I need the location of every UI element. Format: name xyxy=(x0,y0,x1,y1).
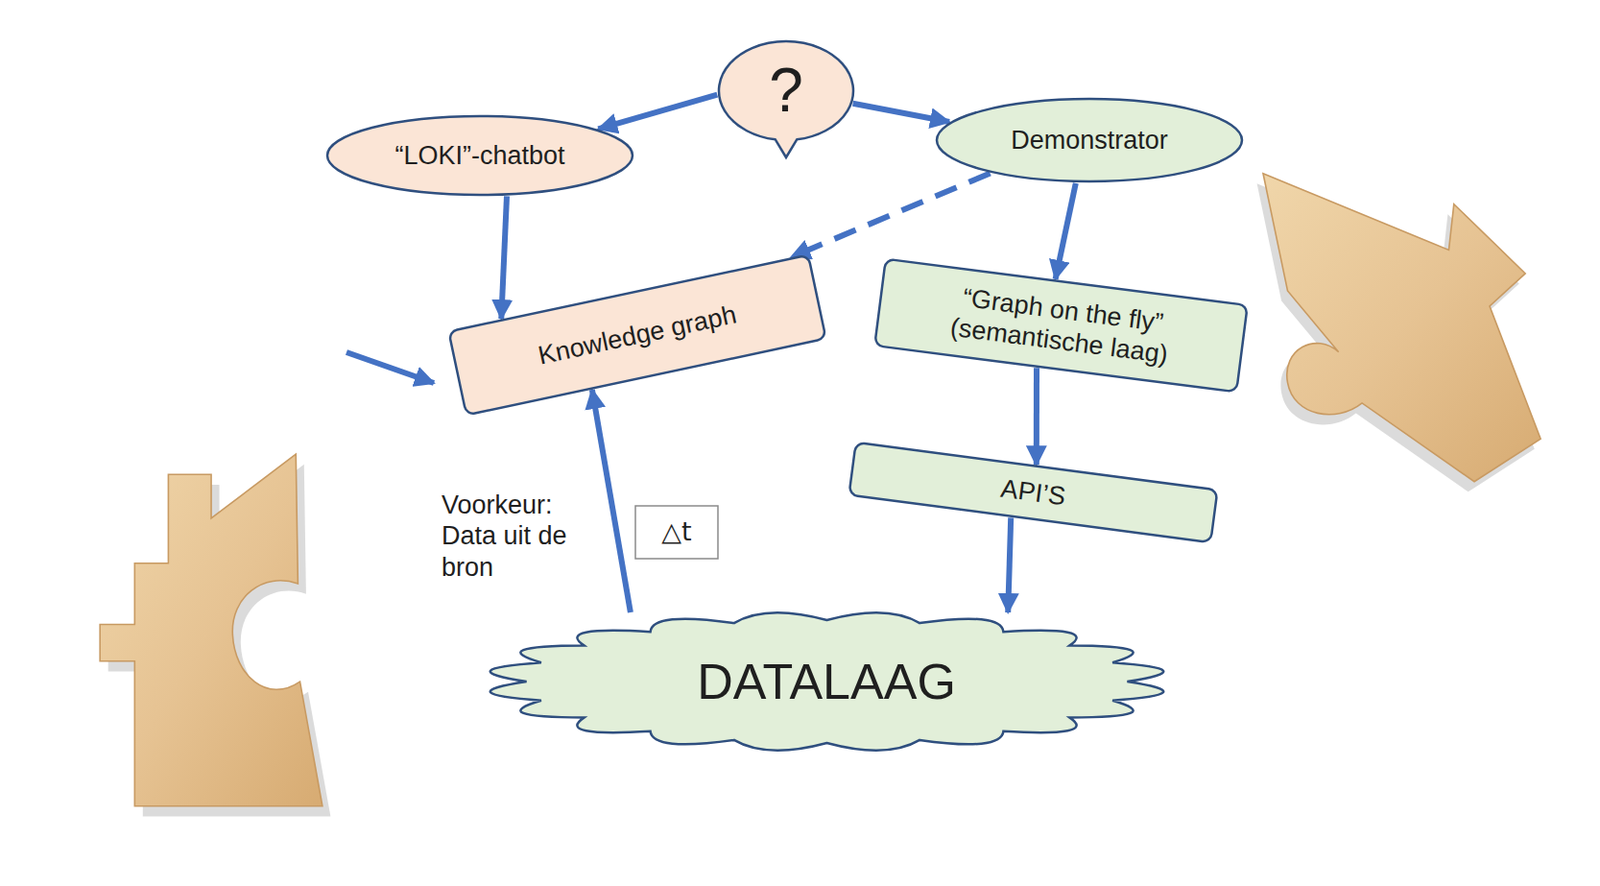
chatbot-ellipse: “LOKI”-chatbot xyxy=(325,114,635,197)
demonstrator-ellipse: Demonstrator xyxy=(934,96,1244,184)
arrow-connector xyxy=(1007,517,1011,613)
data-layer-cloud: DATALAAG xyxy=(469,604,1185,759)
puzzle-pieces xyxy=(99,173,1541,817)
outline-path xyxy=(848,442,1218,543)
input-arrow xyxy=(346,352,434,383)
puzzle-piece-right xyxy=(1263,173,1541,482)
node-text: Demonstrator xyxy=(1010,124,1169,156)
delta-t-box: △t xyxy=(634,504,719,560)
node-text: ? xyxy=(768,59,804,121)
outline-path xyxy=(874,259,1247,393)
outline-path xyxy=(327,116,633,195)
api-box: API’S xyxy=(846,440,1218,544)
dashed-arrow xyxy=(790,173,990,258)
arrow-connector xyxy=(597,95,717,130)
node-text: △t xyxy=(661,516,692,548)
outline-path xyxy=(489,612,1163,750)
outline-path xyxy=(635,505,718,559)
outline-path xyxy=(448,255,826,416)
edge-label: Voorkeur: Data uit de bron xyxy=(441,489,586,583)
arrow-connector xyxy=(853,103,951,122)
node-text: “LOKI”-chatbot xyxy=(394,140,565,171)
outline-path xyxy=(718,40,854,157)
arrow-connector xyxy=(1055,183,1076,280)
arrow-connector xyxy=(592,389,631,613)
puzzle-piece-left xyxy=(99,453,323,807)
outline-path xyxy=(936,98,1242,182)
node-text: DATALAAG xyxy=(696,651,956,712)
question-bubble: ? xyxy=(716,39,856,143)
arrow-connector xyxy=(501,195,507,319)
arrow-connector xyxy=(1033,367,1040,465)
semantic-layer-box: “Graph on the fly” (semantische laag) xyxy=(872,257,1249,394)
